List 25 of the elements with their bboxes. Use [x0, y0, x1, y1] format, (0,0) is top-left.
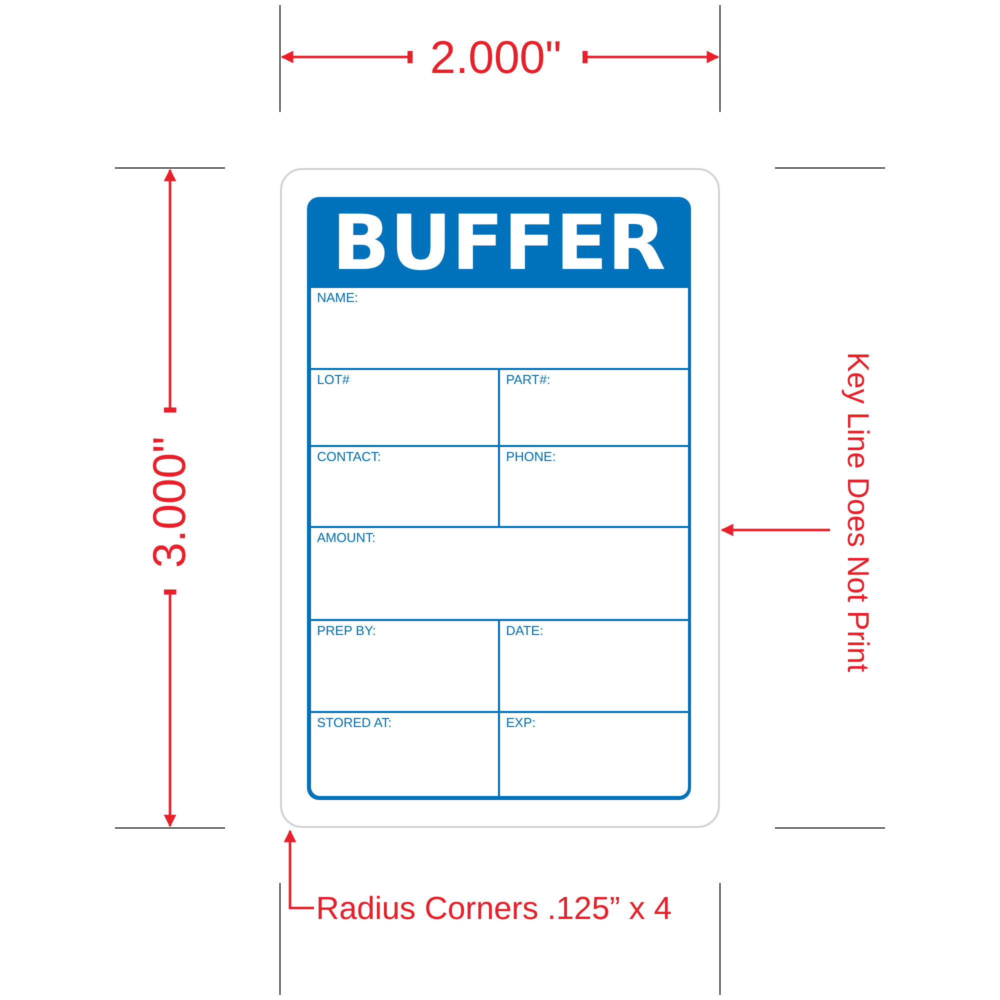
form-field: [311, 713, 498, 796]
note-text: Key Line Does Not Print: [842, 352, 872, 672]
form-field: [500, 447, 688, 526]
field-label: EXP:: [506, 715, 536, 730]
field-label: PART#:: [506, 372, 550, 387]
label-frame: [307, 197, 691, 800]
form-field: [311, 288, 688, 368]
form-field: [500, 621, 688, 711]
field-label: PHONE:: [506, 449, 556, 464]
form-field: [311, 621, 498, 711]
form-field: [311, 370, 498, 445]
leader-arrow: [284, 830, 314, 910]
form-field: [500, 713, 688, 796]
form-field: [311, 528, 688, 619]
field-label: STORED AT:: [317, 715, 392, 730]
field-label: CONTACT:: [317, 449, 382, 464]
form-field: [500, 370, 688, 445]
field-label: PREP BY:: [317, 623, 376, 638]
form-field: [311, 447, 498, 526]
leader-arrow: [720, 524, 830, 536]
label-title: BUFFER: [331, 201, 667, 285]
field-label: DATE:: [506, 623, 544, 638]
field-label: AMOUNT:: [317, 530, 376, 545]
field-label: LOT#: [317, 372, 350, 387]
field-label: NAME:: [317, 290, 358, 305]
